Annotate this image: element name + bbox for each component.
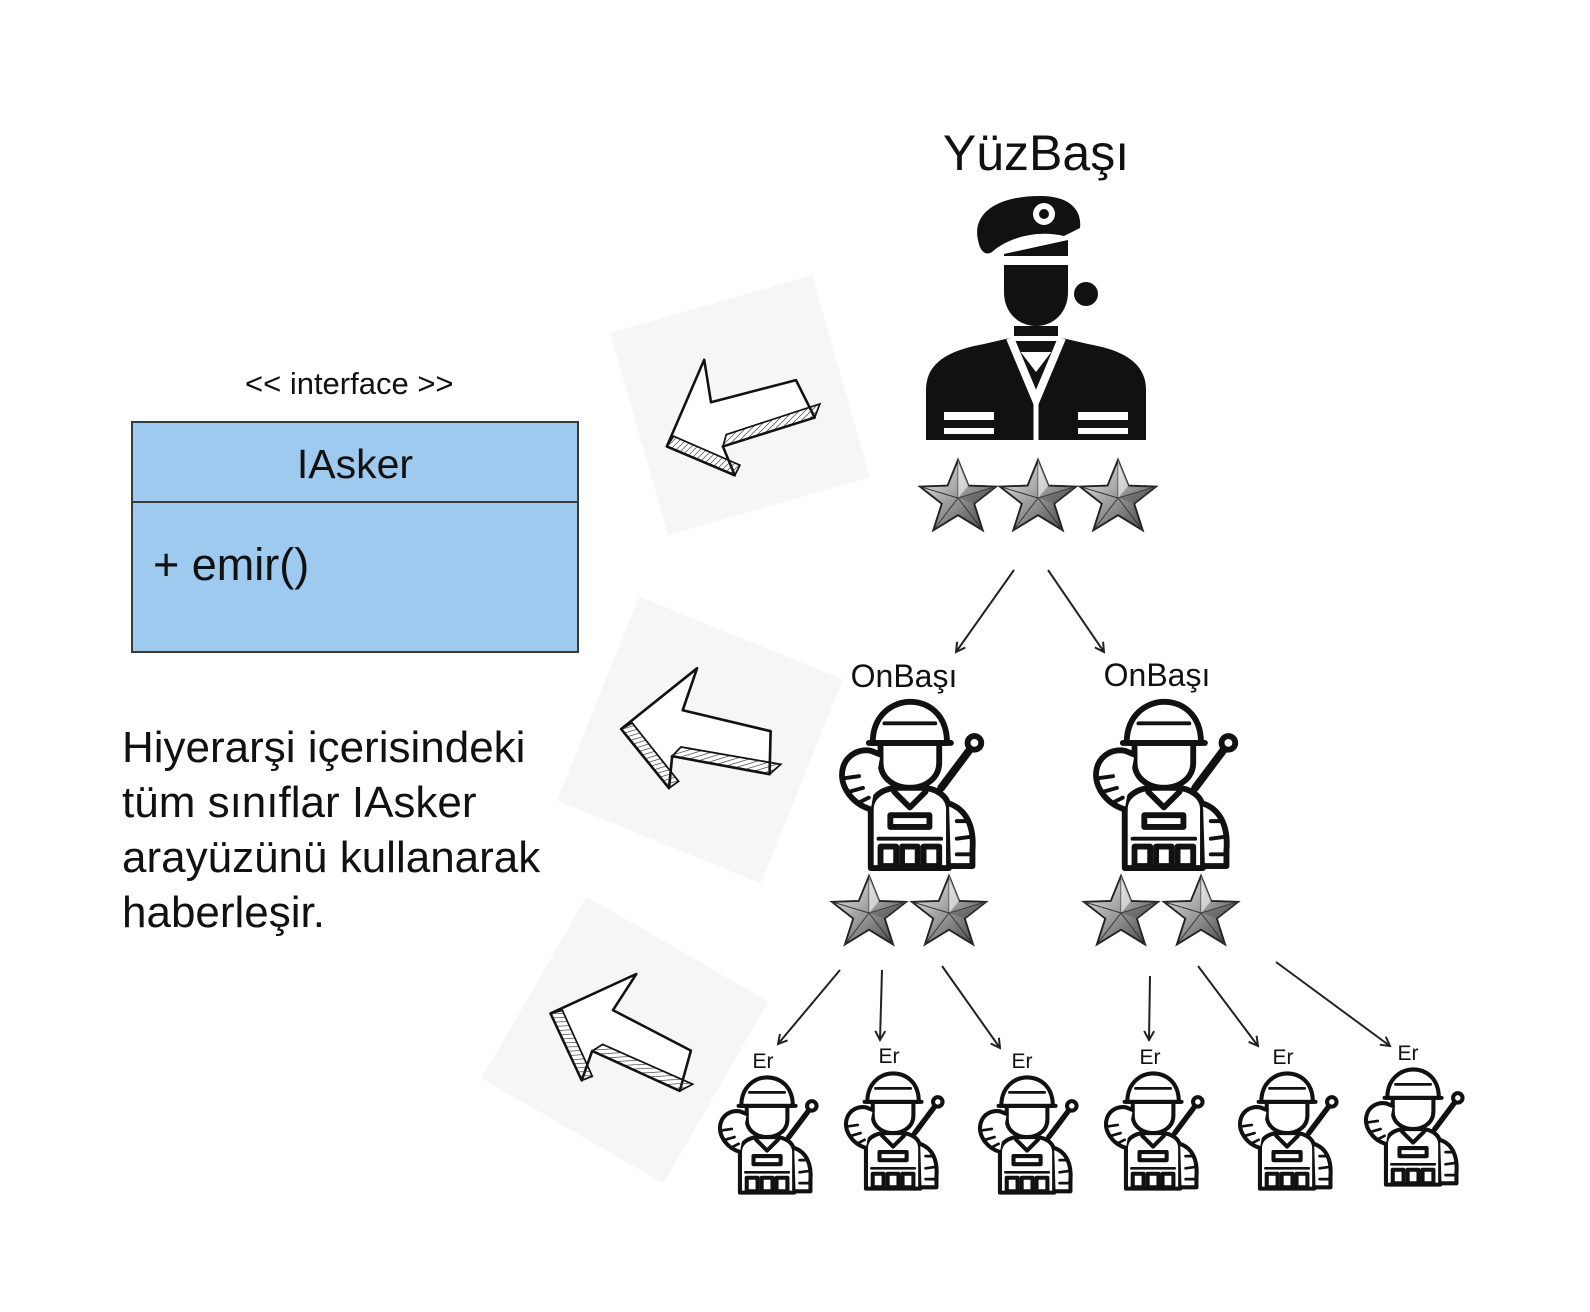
corporal-stars-left (830, 874, 988, 946)
description-line: Hiyerarşi içerisindeki (122, 723, 526, 772)
star-icon (1078, 458, 1158, 532)
private-label: Er (1398, 1042, 1419, 1065)
sketch-arrow-bottom (481, 896, 769, 1184)
corporal-icon-right (1096, 702, 1235, 868)
captain-stars (918, 458, 1158, 532)
corporal-label-left: OnBaşı (851, 658, 958, 694)
private-label: Er (1012, 1050, 1033, 1073)
corporal-stars-right (1082, 874, 1240, 946)
description-line: arayüzünü kullanarak (122, 833, 541, 882)
private-icon (980, 1077, 1077, 1192)
star-icon (1162, 874, 1240, 946)
description-text: Hiyerarşi içerisindeki tüm sınıflar IAsk… (122, 720, 592, 940)
private-icon (720, 1077, 817, 1192)
private-icon (846, 1073, 943, 1188)
star-icon (910, 874, 988, 946)
star-icon (830, 874, 908, 946)
description-line: haberleşir. (122, 888, 326, 937)
description-line: tüm sınıflar IAsker (122, 778, 477, 827)
interface-stereotype: << interface >> (245, 366, 454, 401)
private-label: Er (753, 1050, 774, 1073)
interface-class-box: IAsker + emir() (131, 421, 579, 653)
interface-name: IAsker (296, 441, 414, 487)
star-icon (918, 458, 998, 532)
corporal-label-right: OnBaşı (1104, 657, 1211, 693)
connector-arrows-level2 (778, 961, 1390, 1048)
private-label: Er (1273, 1046, 1294, 1069)
private-icon (1366, 1069, 1463, 1184)
private-icon (1240, 1073, 1337, 1188)
interface-divider (133, 501, 577, 503)
private-label: Er (1140, 1046, 1161, 1069)
star-icon (1082, 874, 1160, 946)
sketch-arrow-middle (556, 596, 844, 884)
captain-icon (926, 196, 1146, 440)
star-icon (998, 458, 1078, 532)
captain-label: YüzBaşı (943, 125, 1129, 181)
private-icon (1106, 1073, 1203, 1188)
interface-method: + emir() (153, 539, 310, 590)
private-label: Er (879, 1045, 900, 1068)
sketch-arrow-top (610, 275, 870, 535)
corporal-icon-left (842, 702, 981, 868)
connector-arrows-level1 (956, 569, 1104, 652)
